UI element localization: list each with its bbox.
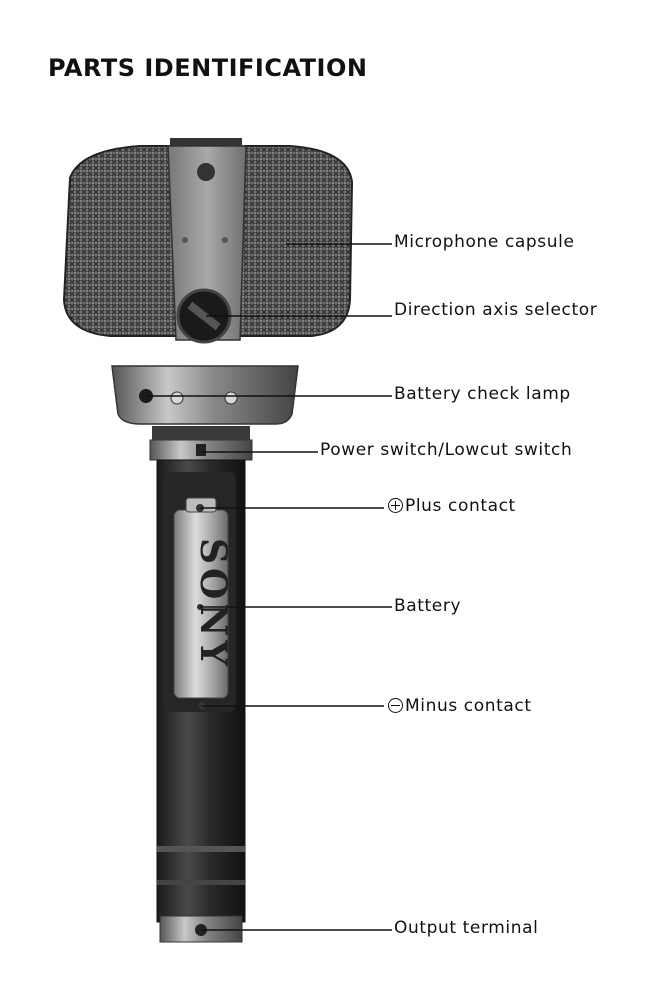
base-collar-graphic (112, 366, 298, 424)
microphone-capsule-graphic (64, 138, 352, 342)
circled-plus-icon (388, 498, 403, 513)
circled-minus-icon (388, 698, 403, 713)
label-plus-contact-row: Plus contact (388, 496, 516, 516)
power-switch-graphic (150, 426, 252, 460)
label-microphone-capsule: Microphone capsule (394, 232, 575, 252)
label-direction-axis-selector: Direction axis selector (394, 300, 597, 320)
label-minus-contact: Minus contact (405, 696, 532, 716)
battery-brand-text: SONY (192, 538, 234, 670)
label-power-switch: Power switch/Lowcut switch (320, 440, 572, 460)
label-output-terminal: Output terminal (394, 918, 538, 938)
label-battery: Battery (394, 596, 461, 616)
microphone-body-graphic (157, 460, 245, 942)
label-plus-contact: Plus contact (405, 496, 516, 516)
label-battery-check-lamp: Battery check lamp (394, 384, 571, 404)
label-minus-contact-row: Minus contact (388, 696, 532, 716)
